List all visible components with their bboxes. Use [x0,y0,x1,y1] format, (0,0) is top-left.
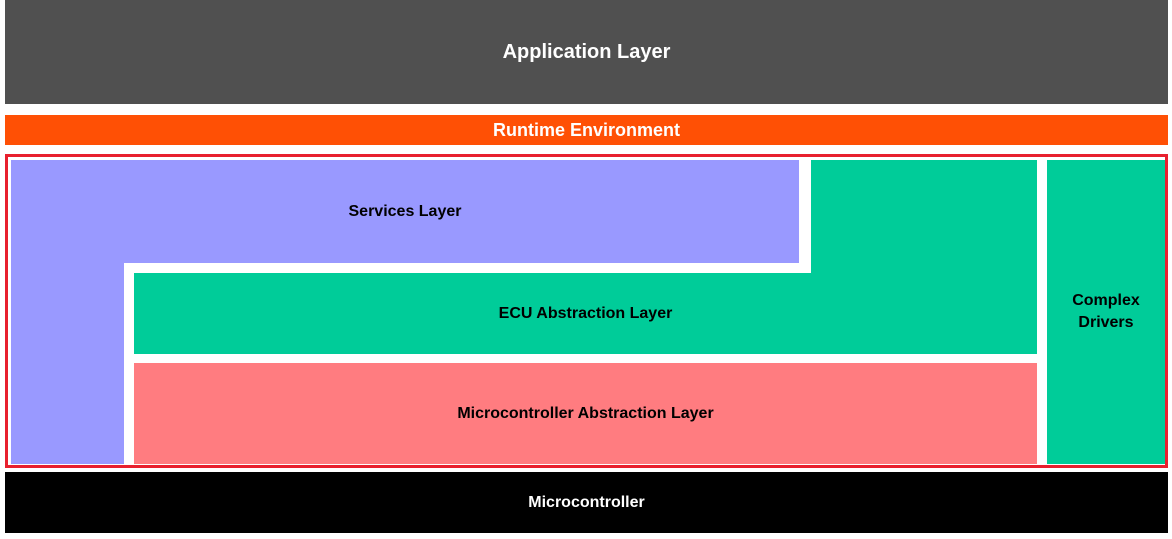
ecu-abstraction-layer-upper [811,160,1037,273]
runtime-environment: Runtime Environment [5,115,1168,145]
ecu-abstraction-layer-label: ECU Abstraction Layer [498,304,673,322]
microcontroller: Microcontroller [5,472,1168,533]
microcontroller-abstraction-layer-label: Microcontroller Abstraction Layer [457,404,714,422]
application-layer-label: Application Layer [502,40,671,63]
complex-drivers-label: Complex Drivers [1072,290,1140,334]
runtime-environment-label: Runtime Environment [492,119,680,140]
basic-software-frame [5,154,1168,468]
microcontroller-abstraction-layer: Microcontroller Abstraction Layer [134,363,1037,464]
complex-drivers: Complex Drivers [1047,160,1165,464]
microcontroller-label: Microcontroller [528,493,645,511]
services-layer-label: Services Layer [348,202,462,220]
ecu-abstraction-layer: ECU Abstraction Layer [134,273,1037,354]
complex-drivers-label-line1: Complex [1072,292,1140,309]
application-layer: Application Layer [5,0,1168,104]
services-layer: Services Layer [11,160,799,263]
services-layer-side [11,263,124,464]
complex-drivers-label-line2: Drivers [1078,314,1134,331]
